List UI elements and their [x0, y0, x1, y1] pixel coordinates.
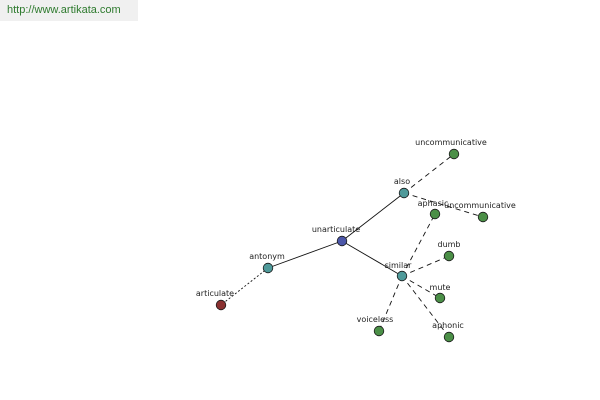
node-label-dumb: dumb — [437, 240, 460, 249]
edge-similar-mute — [401, 275, 441, 299]
edge-unarticulate-antonym — [267, 240, 343, 269]
node-mute[interactable] — [434, 292, 446, 304]
label-layer: unarticulate antonym articulate also similar… — [196, 138, 516, 330]
node-unarticulate[interactable] — [336, 235, 348, 247]
node-also[interactable] — [398, 187, 410, 199]
source-url-watermark: http://www.artikata.com — [0, 0, 138, 21]
edge-similar-voiceless — [378, 275, 403, 332]
edge-unarticulate-similar — [341, 240, 403, 277]
node-layer — [215, 148, 489, 343]
edge-also-uncommunicative1 — [403, 153, 455, 194]
node-label-antonym: antonym — [249, 252, 285, 261]
edge-similar-aphasic — [401, 213, 436, 277]
edge-layer — [220, 153, 484, 338]
edge-antonym-articulate — [220, 267, 269, 306]
node-aphasic[interactable] — [429, 208, 441, 220]
node-label-uncommunicative1: uncommunicative — [415, 138, 487, 147]
node-articulate[interactable] — [215, 299, 227, 311]
node-label-also: also — [394, 177, 410, 186]
node-dumb[interactable] — [443, 250, 455, 262]
node-uncommunicative1[interactable] — [448, 148, 460, 160]
node-voiceless[interactable] — [373, 325, 385, 337]
node-uncommunicative2[interactable] — [477, 211, 489, 223]
node-label-mute: mute — [430, 283, 451, 292]
node-label-unarticulate: unarticulate — [312, 225, 360, 234]
node-label-similar: similar — [385, 261, 413, 270]
edge-unarticulate-also — [341, 192, 405, 242]
node-label-aphonic: aphonic — [432, 321, 464, 330]
node-label-aphasic: aphasic — [418, 199, 449, 208]
edge-also-uncommunicative2 — [403, 192, 484, 218]
node-antonym[interactable] — [262, 262, 274, 274]
node-label-uncommunicative2: uncommunicative — [444, 201, 516, 210]
node-aphonic[interactable] — [443, 331, 455, 343]
node-label-articulate: articulate — [196, 289, 234, 298]
node-similar[interactable] — [396, 270, 408, 282]
node-label-voiceless: voiceless — [357, 315, 394, 324]
edge-similar-aphonic — [401, 275, 450, 338]
